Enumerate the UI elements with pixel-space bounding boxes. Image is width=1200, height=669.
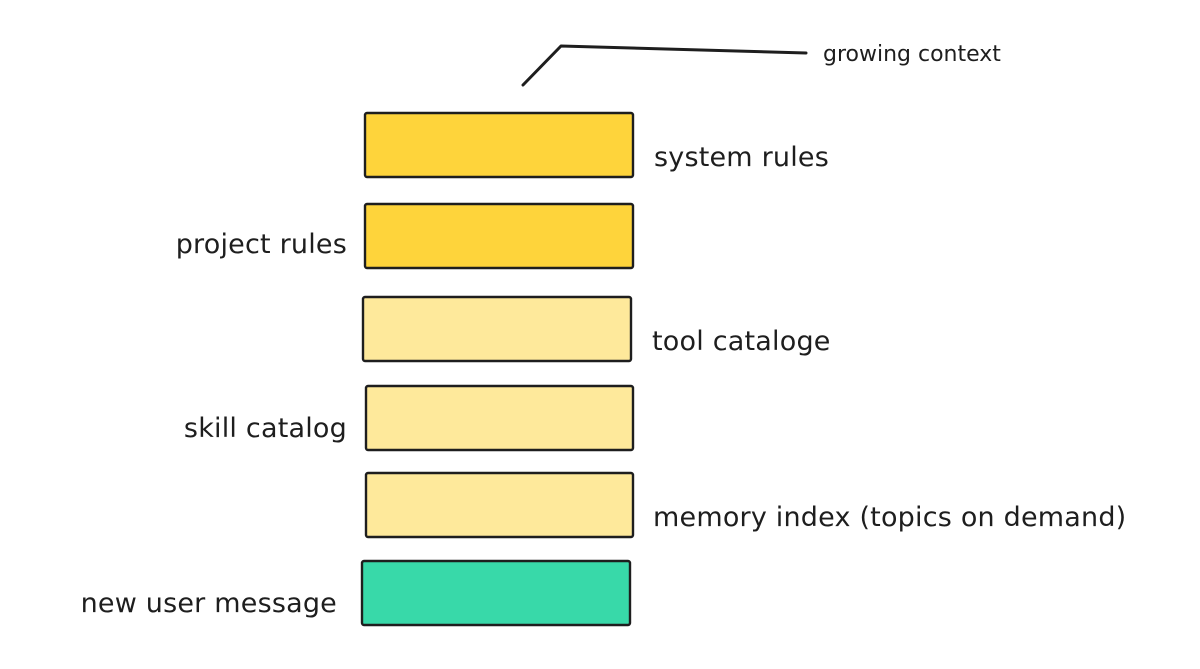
callout-leader-line [521, 44, 808, 87]
layer-block-skill-catalog [364, 384, 635, 452]
layer-label-system-rules: system rules [654, 142, 829, 173]
layer-label-skill-catalog: skill catalog [184, 413, 347, 444]
layer-label-project-rules: project rules [176, 229, 347, 260]
layer-label-new-user-message: new user message [81, 588, 337, 619]
callout-label: growing context [823, 42, 1001, 67]
layer-block-tool-cataloge [361, 295, 633, 363]
layer-block-project-rules [363, 202, 635, 270]
layer-label-memory-index: memory index (topics on demand) [653, 502, 1126, 533]
layer-block-memory-index [364, 471, 635, 539]
layer-label-tool-cataloge: tool cataloge [652, 326, 831, 357]
layer-block-new-user-message [360, 559, 632, 627]
layer-block-system-rules [363, 111, 635, 179]
